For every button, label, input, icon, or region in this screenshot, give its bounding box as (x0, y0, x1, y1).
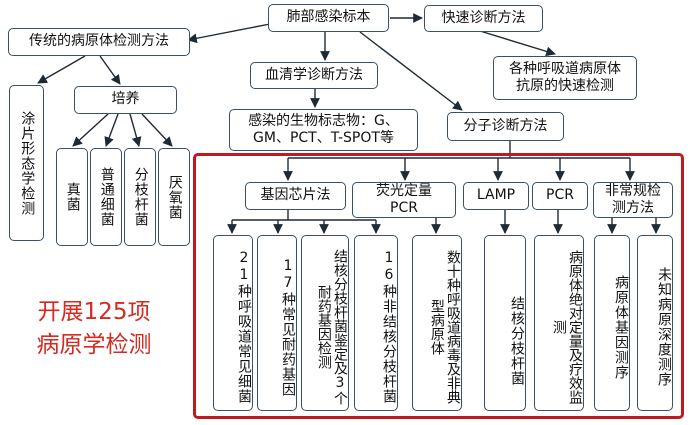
molecular-highlight-frame (193, 153, 684, 419)
arrow-culture-to-yanyang (141, 113, 173, 147)
arrow-culture-to-zhenjun (72, 113, 109, 147)
node-qpcr-viruses: 数十种呼吸道病毒及非典型病原体 (412, 235, 462, 411)
node-culture-fenzhi: 分枝杆菌 (124, 148, 156, 246)
node-culture-yanyang: 厌氧菌 (158, 148, 190, 246)
highlight-line-2: 病原学检测 (36, 332, 152, 359)
arrow-culture-to-putong (104, 113, 119, 147)
arrow-root-to-traditional (187, 23, 271, 44)
node-rapid-method: 快速诊断方法 (424, 5, 543, 32)
node-culture-putong: 普通细菌 (90, 148, 122, 246)
node-nonconv-sequencing: 病原体基因测序 (594, 235, 630, 411)
node-smear: 涂片形态学检测 (9, 85, 44, 241)
node-nonconv-deep-seq: 未知病原深度测序 (637, 235, 673, 411)
node-traditional: 传统的病原体检测方法 (8, 28, 190, 56)
highlight-caption: 开展125项 病原学检测 (6, 296, 182, 363)
node-chip-17-resistance: 17种常见耐药基因 (257, 235, 297, 411)
node-lamp: LAMP (463, 182, 529, 210)
arrow-root-to-molecular (359, 31, 463, 111)
node-qpcr: 荧光定量PCR (352, 182, 456, 218)
node-pcr-quant: 病原体绝对定量及疗效监测 (534, 235, 584, 411)
node-rapid-detail: 各种呼吸道病原体抗原的快速检测 (493, 56, 637, 100)
node-pcr: PCR (532, 182, 588, 210)
node-culture: 培养 (74, 86, 177, 114)
node-molecular: 分子诊断方法 (447, 112, 564, 141)
arrow-traditional-to-culture (99, 55, 121, 85)
node-serology: 血清学诊断方法 (250, 62, 378, 89)
highlight-line-1: 开展125项 (37, 299, 151, 325)
arrow-traditional-to-smear (37, 55, 86, 84)
node-chip-21-bacteria: 21种呼吸道常见细菌 (213, 235, 253, 411)
node-culture-zhenjun: 真菌 (56, 148, 88, 246)
arrow-culture-to-fenzhi (129, 113, 142, 147)
arrow-rapid-to-detail (479, 30, 556, 57)
node-chip-16-ntm: 16种非结核分枝杆菌 (354, 235, 398, 411)
node-biomarkers: 感染的生物标志物：G、GM、PCT、T-SPOT等 (229, 109, 418, 151)
node-chip-tb-resistance: 结核分枝杆菌鉴定及3个耐药基因检测 (301, 235, 349, 411)
node-gene-chip: 基因芯片法 (245, 182, 346, 210)
node-nonconventional: 非常规检测方法 (593, 182, 673, 218)
node-root: 肺部感染标本 (268, 4, 389, 32)
node-lamp-tb: 结核分枝杆菌 (484, 235, 526, 411)
